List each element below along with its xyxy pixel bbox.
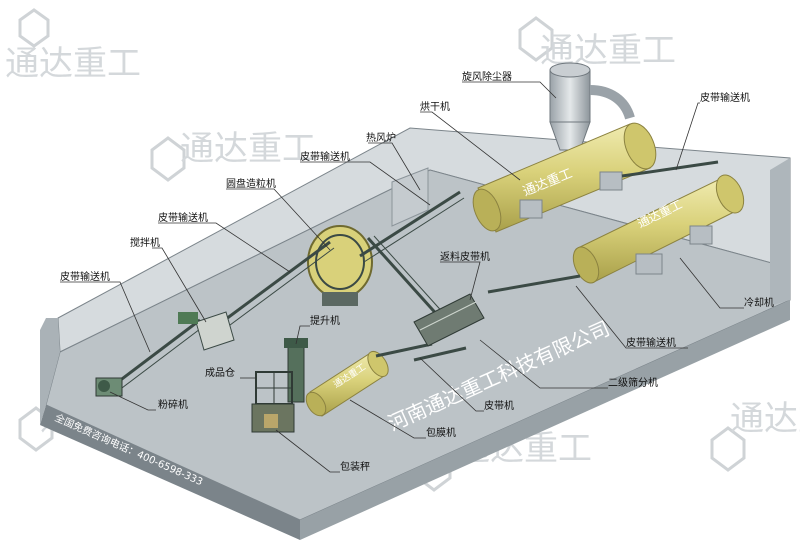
label-coating: 包膜机 xyxy=(426,426,456,439)
watermark-logo: 通达重工 xyxy=(518,16,676,71)
screener xyxy=(413,293,485,347)
watermark-text: 通达重工 xyxy=(180,129,316,169)
label-return-conveyor: 返料皮带机 xyxy=(440,250,490,263)
leader-cyclone xyxy=(462,81,557,99)
side-wall-right xyxy=(770,158,790,306)
crusher xyxy=(95,377,123,397)
watermark-text: 通达重工 xyxy=(5,44,141,84)
rotary-dryer: 通达重工 xyxy=(472,122,657,233)
watermark-logo: 通达重工 xyxy=(5,8,141,84)
label-screener: 二级筛分机 xyxy=(608,376,658,389)
label-disc-granulator: 圆盘造粒机 xyxy=(226,177,276,190)
leader-dryer xyxy=(420,111,521,181)
label-conveyor-top-right: 皮带输送机 xyxy=(700,91,750,104)
conveyor-top-mid xyxy=(359,190,461,258)
leader-hot-air xyxy=(368,142,421,191)
leader-conveyor-left xyxy=(60,281,151,353)
leader-lines xyxy=(60,81,744,473)
return-belt xyxy=(487,274,581,294)
callout-labels: 旋风除尘器 烘干机 皮带输送机 热风炉 皮带输送机 圆盘造粒机 皮带输送机 搅拌… xyxy=(60,70,774,473)
watermark-logo: 通达重工 xyxy=(150,129,316,182)
rotary-cooler: 通达重工 xyxy=(572,174,745,284)
watermark-logo: 通达重工 xyxy=(710,399,800,472)
front-wall xyxy=(40,405,300,540)
label-cooler: 冷却机 xyxy=(744,296,774,309)
leader-elevator xyxy=(295,325,310,345)
leader-conveyor-bottom-right xyxy=(575,285,688,349)
label-packing-scale: 包装秤 xyxy=(340,460,370,473)
leader-crusher xyxy=(109,391,156,411)
side-wall-left xyxy=(40,318,60,425)
conveyor-bottom-right xyxy=(413,346,467,362)
label-conveyor-top-mid: 皮带输送机 xyxy=(300,150,350,163)
leader-conveyor-top-right xyxy=(675,102,700,171)
building xyxy=(40,127,791,540)
conveyor-mid-left xyxy=(221,240,331,324)
packing-scale xyxy=(251,403,295,433)
watermark-text: 通达重工 xyxy=(730,399,800,439)
leader-screener xyxy=(479,339,608,389)
label-dryer: 烘干机 xyxy=(420,100,450,113)
leader-packing xyxy=(275,429,340,473)
label-finished-bin: 成品仓 xyxy=(205,366,235,379)
furnace-block xyxy=(391,167,429,227)
front-wall-right xyxy=(300,300,790,540)
conveyor-top-right xyxy=(621,160,719,178)
conveyors xyxy=(109,160,719,395)
leader-mixer xyxy=(152,247,207,323)
label-belt: 皮带机 xyxy=(484,399,514,412)
label-conveyor-left: 皮带输送机 xyxy=(60,270,110,283)
belt-to-coating xyxy=(375,342,433,358)
label-conveyor-mid-left: 皮带输送机 xyxy=(158,211,208,224)
label-cyclone: 旋风除尘器 xyxy=(462,70,512,83)
leader-conveyor-top-mid xyxy=(300,161,431,206)
label-conveyor-bottom-right: 皮带输送机 xyxy=(626,336,676,349)
leader-conveyor-mid-left xyxy=(158,222,291,273)
leader-belt xyxy=(419,357,484,412)
label-crusher: 粉碎机 xyxy=(158,398,188,411)
label-elevator: 提升机 xyxy=(310,314,340,327)
cyclone-dust-collector xyxy=(549,62,635,151)
leader-cooler xyxy=(679,257,744,309)
leader-disc xyxy=(226,188,331,251)
bucket-elevator xyxy=(284,338,308,403)
conveyor-granulator-to-screen xyxy=(366,236,442,320)
label-hot-air-furnace: 热风炉 xyxy=(366,131,396,144)
leader-return xyxy=(440,261,481,301)
label-mixer: 搅拌机 xyxy=(130,236,160,249)
conveyor-left xyxy=(109,318,201,390)
leader-coating xyxy=(349,399,426,439)
